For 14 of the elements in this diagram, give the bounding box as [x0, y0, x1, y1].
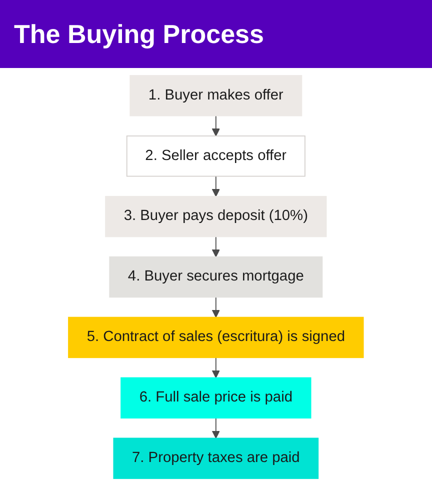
step-box: 3. Buyer pays deposit (10%) [105, 196, 327, 238]
arrow [212, 115, 220, 136]
step-box: 7. Property taxes are paid [113, 438, 319, 479]
step-box: 6. Full sale price is paid [120, 377, 312, 418]
arrow [212, 418, 220, 439]
step-box: 4. Buyer secures mortgage [109, 256, 323, 298]
title-bar: The Buying Process [0, 0, 432, 68]
arrow [212, 236, 220, 258]
step-box: 1. Buyer makes offer [130, 75, 302, 116]
arrow [212, 176, 220, 197]
arrow [212, 296, 220, 318]
step-box: 2. Seller accepts offer [126, 136, 306, 177]
arrow [212, 357, 220, 378]
step-box: 5. Contract of sales (escritura) is signed [68, 316, 364, 358]
